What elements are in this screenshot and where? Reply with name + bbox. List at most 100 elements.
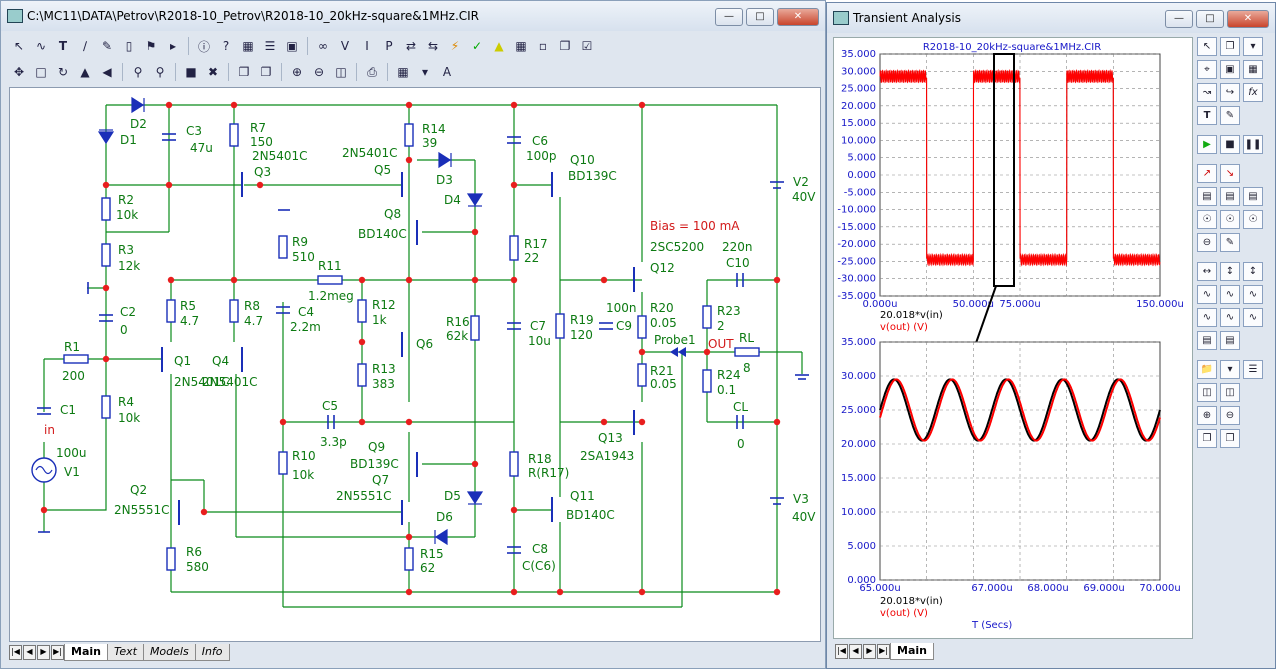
stop-run-icon[interactable]: ■: [1220, 135, 1240, 154]
measure-3-icon[interactable]: ↕: [1243, 262, 1263, 281]
tab-models[interactable]: Models: [142, 643, 196, 661]
tab-text[interactable]: Text: [106, 643, 144, 661]
rotate-icon[interactable]: ↻: [57, 65, 69, 79]
stop-icon[interactable]: ■: [185, 65, 197, 79]
node-numbers-icon[interactable]: ∞: [318, 39, 328, 53]
text-mode-icon[interactable]: T: [58, 39, 68, 53]
slope-icon[interactable]: ↗: [1197, 164, 1217, 183]
copy-plot-icon[interactable]: ❐: [1197, 429, 1217, 448]
check-icon[interactable]: ✓: [471, 39, 483, 53]
find-next-icon[interactable]: ⚲: [155, 65, 165, 79]
folder-icon[interactable]: 📁: [1197, 360, 1217, 379]
properties-icon[interactable]: ✎: [1220, 106, 1240, 125]
probe-icon[interactable]: ▸: [169, 39, 177, 53]
run-icon[interactable]: ▶: [1197, 135, 1217, 154]
copy-tool-icon[interactable]: ❐: [1220, 37, 1240, 56]
analysis-tab-main[interactable]: Main: [890, 642, 934, 660]
tab-info[interactable]: Info: [194, 643, 230, 661]
wave-a-icon[interactable]: ∿: [1197, 285, 1217, 304]
tab-main[interactable]: Main: [64, 643, 108, 661]
first-page-button[interactable]: |◀: [9, 644, 22, 660]
warning-icon[interactable]: ▲: [494, 39, 504, 53]
schematic-titlebar[interactable]: C:\MC11\DATA\Petrov\R2018-10_Petrov\R201…: [1, 1, 825, 31]
grid-toggle-icon[interactable]: ▦: [515, 39, 527, 53]
mirror-icon[interactable]: ▲: [80, 65, 90, 79]
minimize-button[interactable]: —: [715, 8, 743, 26]
analysis-maximize-button[interactable]: □: [1196, 10, 1224, 28]
list-icon[interactable]: ☰: [264, 39, 276, 53]
select-arrow-icon[interactable]: ↖: [1197, 37, 1217, 56]
inflection-icon[interactable]: ✎: [1220, 233, 1240, 252]
measure-2-icon[interactable]: ↕: [1220, 262, 1240, 281]
zoom-fit-icon[interactable]: ◫: [335, 65, 347, 79]
currents-icon[interactable]: I: [365, 39, 369, 53]
duplicate-icon[interactable]: ❐: [260, 65, 272, 79]
wave-d-icon[interactable]: ∿: [1197, 308, 1217, 327]
slope-alt-icon[interactable]: ↘: [1220, 164, 1240, 183]
box-icon[interactable]: □: [35, 65, 47, 79]
zoom-out-icon[interactable]: ⊖: [313, 65, 325, 79]
side-dropdown-icon[interactable]: ▾: [1243, 37, 1263, 56]
low-icon[interactable]: ⊖: [1197, 233, 1217, 252]
pause-icon[interactable]: ❚❚: [1243, 135, 1263, 154]
fx-icon[interactable]: fx: [1243, 83, 1263, 102]
peak-icon[interactable]: ☉: [1197, 210, 1217, 229]
cancel-icon[interactable]: ✖: [207, 65, 219, 79]
cursor-icon[interactable]: ↝: [1197, 83, 1217, 102]
maximize-plot-icon[interactable]: ▣: [1220, 60, 1240, 79]
lightning-icon[interactable]: ⚡: [450, 39, 460, 53]
wire-mode-icon[interactable]: ∕: [82, 39, 88, 53]
page-icon[interactable]: ▫: [538, 39, 548, 53]
maximize-button[interactable]: □: [746, 8, 774, 26]
copy-plot-2-icon[interactable]: ❐: [1220, 429, 1240, 448]
paste-icon[interactable]: ☑: [581, 39, 593, 53]
prev-page-button[interactable]: ◀: [23, 644, 36, 660]
condition-icon[interactable]: ⇄: [405, 39, 417, 53]
wave-f-icon[interactable]: ∿: [1243, 308, 1263, 327]
info-icon[interactable]: ⓘ: [197, 39, 210, 54]
high-icon[interactable]: ☉: [1243, 210, 1263, 229]
zoom-out-plot-icon[interactable]: ⊖: [1220, 406, 1240, 425]
folder-dropdown-icon[interactable]: ▾: [1220, 360, 1240, 379]
analysis-next-button[interactable]: ▶: [863, 643, 876, 659]
font-icon[interactable]: A: [442, 65, 452, 79]
print-icon[interactable]: ⎙: [367, 64, 377, 79]
flip-icon[interactable]: ◀: [102, 65, 112, 79]
page-tool-icon[interactable]: ▤: [1197, 187, 1217, 206]
dropdown-icon[interactable]: ▾: [421, 65, 429, 79]
analysis-first-button[interactable]: |◀: [835, 643, 848, 659]
last-page-button[interactable]: ▶|: [51, 644, 64, 660]
help-icon[interactable]: ?: [222, 39, 230, 53]
find-icon[interactable]: ⚲: [133, 65, 143, 79]
zoom-in-plot-icon[interactable]: ⊕: [1197, 406, 1217, 425]
pencil-icon[interactable]: ✎: [101, 39, 113, 53]
hatch-icon[interactable]: ▤: [1197, 331, 1217, 350]
move-icon[interactable]: ✥: [13, 65, 25, 79]
voltages-icon[interactable]: V: [340, 39, 350, 53]
select-mode-icon[interactable]: ↖: [13, 39, 25, 53]
text-tool-icon[interactable]: T: [1197, 106, 1217, 125]
copy-icon[interactable]: ❐: [238, 65, 250, 79]
component-mode-icon[interactable]: ∿: [35, 39, 47, 53]
grid-icon[interactable]: ▣: [286, 39, 298, 53]
graphics-icon[interactable]: ▯: [125, 39, 133, 53]
analysis-minimize-button[interactable]: —: [1165, 10, 1193, 28]
analysis-titlebar[interactable]: Transient Analysis — □ ✕: [827, 3, 1275, 33]
power-icon[interactable]: P: [385, 39, 393, 53]
data-points-icon[interactable]: ▦: [1243, 60, 1263, 79]
scale-icon[interactable]: ⌖: [1197, 60, 1217, 79]
flag-icon[interactable]: ⚑: [145, 39, 157, 53]
zoom-in-icon[interactable]: ⊕: [291, 65, 303, 79]
analysis-close-button[interactable]: ✕: [1227, 10, 1269, 28]
valley-icon[interactable]: ☉: [1220, 210, 1240, 229]
next-page-button[interactable]: ▶: [37, 644, 50, 660]
wave-c-icon[interactable]: ∿: [1243, 285, 1263, 304]
fit-2-icon[interactable]: ◫: [1220, 383, 1240, 402]
copy-page-icon[interactable]: ❐: [559, 39, 571, 53]
wave-b-icon[interactable]: ∿: [1220, 285, 1240, 304]
measure-icon[interactable]: ↔: [1197, 262, 1217, 281]
list-view-icon[interactable]: ☰: [1243, 360, 1263, 379]
parts-icon[interactable]: ▦: [242, 39, 254, 53]
